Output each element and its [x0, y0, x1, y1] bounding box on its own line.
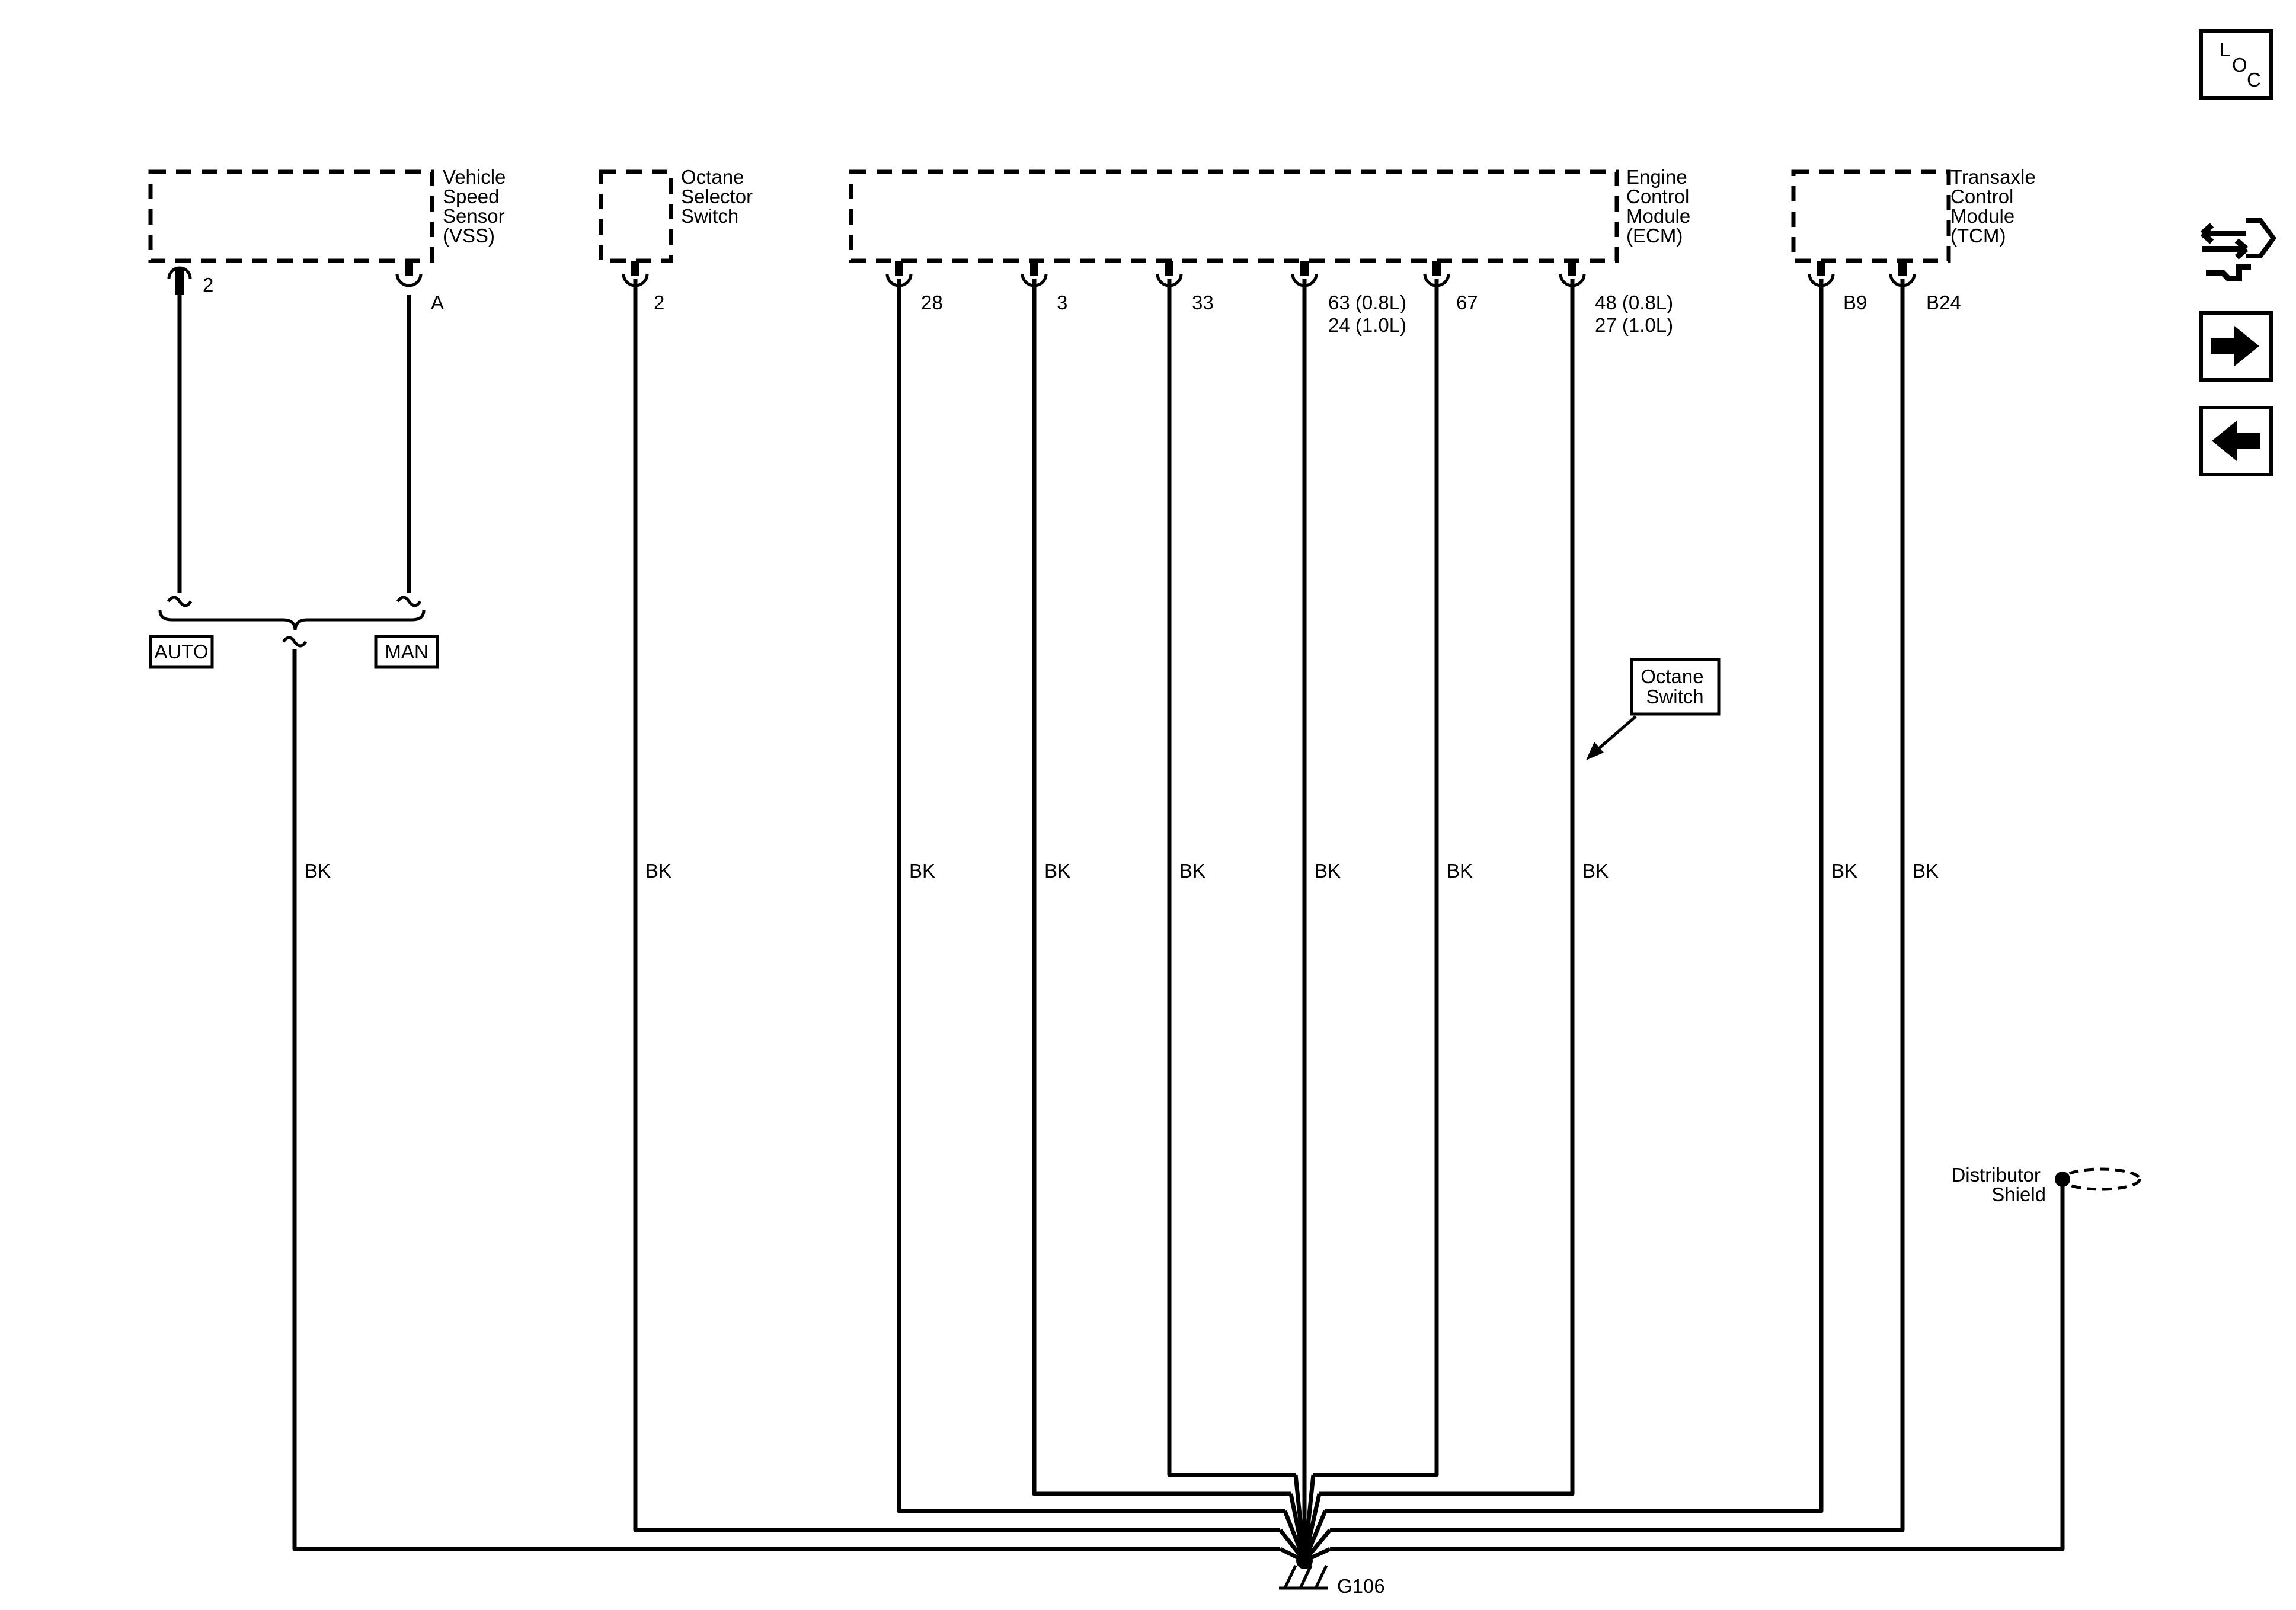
loc-button[interactable]: L O C: [2199, 29, 2273, 100]
auto-option-box: [149, 635, 214, 669]
svg-text:L: L: [2220, 39, 2230, 60]
distributor-shield-label: Distributor Shield: [1951, 1164, 2046, 1205]
vss-pin-2-label: 2: [203, 274, 213, 296]
ground-wire-tcm-b9: [1325, 279, 1824, 1513]
octane-selector-switch-component: [599, 169, 673, 263]
ecm-pin-24-label: 24 (1.0L): [1328, 314, 1406, 336]
ecm-pin-3-label: 3: [1057, 292, 1067, 313]
man-option-box: [374, 635, 439, 669]
ecm-pin-33-label: 33: [1192, 292, 1214, 313]
wire-color-label: BK: [909, 860, 935, 882]
ecm-name: Engine Control Module (ECM): [1626, 166, 1696, 247]
man-option-label: MAN: [385, 641, 428, 662]
ground-wire-ecm-33: [1167, 279, 1296, 1477]
ecm-pin-63-label: 63 (0.8L): [1328, 292, 1406, 313]
connector-terminal: [395, 261, 423, 287]
ecm-pin-28-label: 28: [921, 292, 943, 313]
ground-wire-ecm-67: [1313, 279, 1439, 1477]
octane-switch-callout-label: Octane Switch: [1641, 665, 1709, 708]
wire-color-label: BK: [1913, 860, 1939, 882]
svg-text:C: C: [2247, 69, 2261, 91]
vss-option-branch: [158, 295, 426, 648]
ecm-component: [849, 169, 1619, 263]
vss-pin-a-label: A: [431, 292, 444, 313]
wire-color-label: BK: [1831, 860, 1857, 882]
wire-color-label: BK: [645, 860, 671, 882]
ground-wire-vss: [292, 649, 1280, 1551]
vss-name: Vehicle Speed Sensor (VSS): [443, 166, 511, 247]
wire-color-label: BK: [1447, 860, 1473, 882]
vss-component: [148, 169, 434, 263]
ground-wire-shield: [1330, 1179, 2065, 1551]
tcm-name: Transaxle Control Module (TCM): [1950, 166, 2041, 247]
ground-wire-tcm-b24: [1330, 279, 1905, 1532]
ground-splice-point: [1296, 1553, 1313, 1569]
ground-g106-symbol: [1279, 1564, 1328, 1590]
ground-wire-ecm-3: [1032, 279, 1291, 1496]
ecm-pin-27-label: 27 (1.0L): [1595, 314, 1673, 336]
ground-g106-label: G106: [1337, 1575, 1385, 1597]
svg-text:O: O: [2232, 54, 2247, 76]
connector-icon[interactable]: [2200, 218, 2276, 281]
callout-arrow: [1586, 715, 1637, 760]
oss-pin-2-label: 2: [654, 292, 664, 313]
wire-color-label: BK: [1582, 860, 1609, 882]
ecm-pin-48-label: 48 (0.8L): [1595, 292, 1673, 313]
wire-color-label: BK: [1179, 860, 1205, 882]
vss-pin-2-terminal: [167, 266, 192, 295]
connector-terminals: [395, 261, 1916, 287]
octane-switch-callout-box: [1630, 658, 1721, 716]
ground-wire-ecm-48-27: [1319, 279, 1575, 1496]
auto-option-label: AUTO: [154, 641, 208, 662]
ecm-pin-67-label: 67: [1456, 292, 1478, 313]
ground-wire-oss: [633, 279, 1280, 1532]
wire-color-label: BK: [305, 860, 331, 882]
oss-name: Octane Selector Switch: [681, 166, 758, 227]
tcm-component: [1791, 169, 1951, 263]
previous-arrow-icon[interactable]: [2199, 406, 2273, 476]
wire-color-label: BK: [1315, 860, 1341, 882]
distributor-shield-symbol: [2061, 1167, 2141, 1191]
tcm-pin-b24-label: B24: [1926, 292, 1961, 313]
wire-color-label: BK: [1044, 860, 1070, 882]
tcm-pin-b9-label: B9: [1843, 292, 1867, 313]
ground-wire-ecm-28: [897, 279, 1285, 1513]
next-arrow-icon[interactable]: [2199, 311, 2273, 382]
